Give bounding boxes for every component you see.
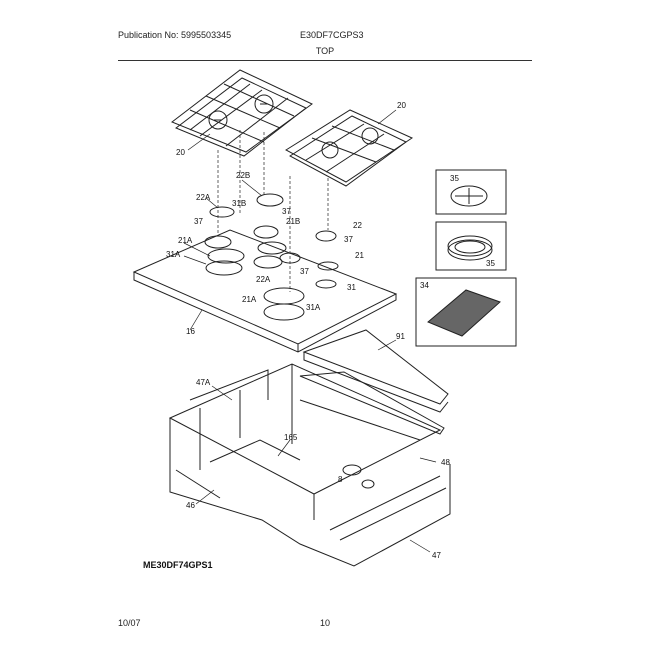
callout-35-ring: 35 — [486, 259, 495, 268]
callout-21a-second: 21A — [242, 295, 257, 304]
callout-22b: 22B — [236, 171, 250, 180]
callout-37-b: 37 — [194, 217, 203, 226]
accessory-box-35-top[interactable] — [435, 169, 507, 215]
callout-37-d: 37 — [300, 267, 309, 276]
footer-date: 10/07 — [118, 618, 141, 628]
burner-grate-left[interactable] — [171, 69, 313, 157]
burner-box[interactable] — [168, 363, 451, 567]
callout-48: 48 — [441, 458, 450, 467]
burner-grate-right[interactable] — [285, 109, 414, 187]
callout-37-a: 37 — [282, 207, 291, 216]
publication-number: Publication No: 5995503345 — [118, 30, 232, 40]
callout-31: 31 — [347, 283, 356, 292]
callout-20-left: 20 — [176, 148, 185, 157]
callout-35-top: 35 — [450, 174, 459, 183]
callout-37-c: 37 — [344, 235, 353, 244]
callout-21b: 21B — [286, 217, 300, 226]
header-divider — [118, 60, 532, 61]
callout-21a: 21A — [178, 236, 193, 245]
callout-21: 21 — [355, 251, 364, 260]
leader-lines — [183, 109, 437, 553]
burner-caps[interactable] — [204, 193, 339, 321]
callout-22a-second: 22A — [256, 275, 271, 284]
accessory-box-34-griddle[interactable] — [415, 277, 517, 347]
callout-34: 34 — [420, 281, 429, 290]
callout-47: 47 — [432, 551, 441, 560]
callout-31a: 31A — [166, 250, 181, 259]
callout-22a: 22A — [196, 193, 211, 202]
callout-22: 22 — [353, 221, 362, 230]
callout-16: 16 — [186, 327, 195, 336]
alignment-lines — [217, 130, 329, 292]
callout-8: 8 — [338, 475, 343, 484]
diagram-model-label: ME30DF74GPS1 — [143, 560, 213, 570]
model-code: E30DF7CGPS3 — [300, 30, 364, 40]
callout-46: 46 — [186, 501, 195, 510]
callout-47a: 47A — [196, 378, 211, 387]
footer-page-number: 10 — [320, 618, 331, 628]
section-title: TOP — [315, 46, 335, 56]
callout-91: 91 — [396, 332, 405, 341]
callout-20-right: 20 — [397, 101, 406, 110]
cooktop-16[interactable] — [132, 229, 398, 353]
callout-165: 165 — [284, 433, 298, 442]
trim-91[interactable] — [302, 329, 449, 413]
accessory-box-35-ring[interactable] — [435, 221, 507, 271]
callout-31a-second: 31A — [306, 303, 321, 312]
callout-31b: 31B — [232, 199, 246, 208]
